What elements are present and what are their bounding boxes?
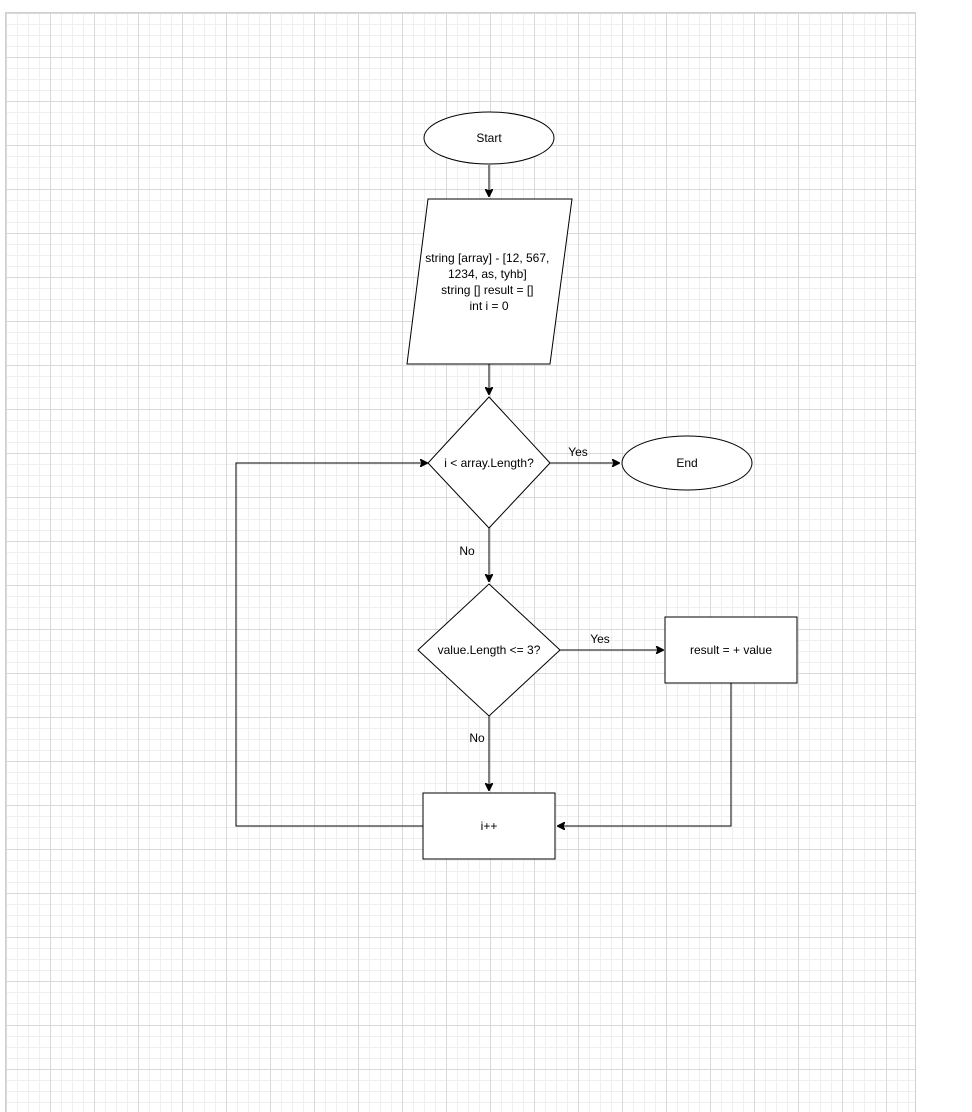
start-terminal-shape[interactable] (423, 111, 555, 165)
input-line-2: 1234, as, tyhb] (448, 267, 527, 281)
edge-append-to-increment[interactable] (558, 683, 732, 826)
input-label: string [array] - [12, 567, 1234, as, tyh… (425, 251, 552, 313)
append-result-label: result = + value (690, 643, 772, 657)
node-input[interactable]: string [array] - [12, 567, 1234, as, tyh… (406, 198, 573, 365)
edge-label-length-no: No (469, 731, 485, 745)
edges (235, 165, 732, 827)
edge-label-loop-no: No (459, 544, 475, 558)
start-label: Start (476, 131, 502, 145)
node-append-result[interactable]: result = + value (664, 616, 798, 684)
node-end[interactable]: End (621, 435, 753, 491)
loop-condition-label: i < array.Length? (444, 456, 534, 470)
edge-label-loop-yes: Yes (568, 445, 588, 459)
append-result-process-shape[interactable] (664, 616, 798, 684)
length-condition-diamond-shape[interactable] (417, 583, 561, 717)
edge-labels: Yes No Yes No (459, 445, 609, 745)
node-start[interactable]: Start (423, 111, 555, 165)
input-parallelogram-shape[interactable] (406, 198, 573, 365)
loop-condition-diamond-shape[interactable] (427, 396, 551, 529)
canvas-grid[interactable] (5, 12, 916, 1112)
node-increment[interactable]: i++ (422, 792, 556, 860)
input-line-3: string [] result = [] (441, 283, 533, 297)
input-line-1: string [array] - [12, 567, (425, 251, 549, 265)
node-length-condition[interactable]: value.Length <= 3? (417, 583, 561, 717)
edge-increment-loop-back[interactable] (235, 463, 427, 827)
increment-process-shape[interactable] (422, 792, 556, 860)
end-terminal-shape[interactable] (621, 435, 753, 491)
input-line-4: int i = 0 (469, 299, 508, 313)
node-loop-condition[interactable]: i < array.Length? (427, 396, 551, 529)
edge-label-length-yes: Yes (590, 632, 610, 646)
increment-label: i++ (481, 819, 498, 833)
length-condition-label: value.Length <= 3? (438, 643, 541, 657)
end-label: End (676, 456, 697, 470)
